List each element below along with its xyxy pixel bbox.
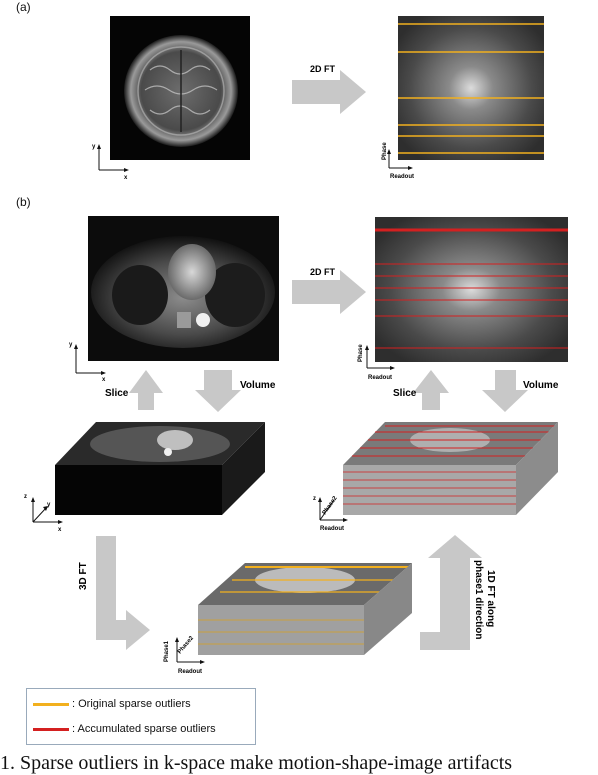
brain-image <box>110 16 250 160</box>
ft1d-label-line1: 1D FT along <box>485 570 496 627</box>
kvol-bottom-axis-phase1: Phase1 <box>164 640 170 662</box>
kspace-volume-axes-right <box>318 497 348 522</box>
chest-image <box>88 216 279 361</box>
legend-label-original: : Original sparse outliers <box>72 698 191 710</box>
ft3d-arrow <box>96 536 150 650</box>
panel-a-label: (a) <box>16 0 31 14</box>
volume-label-left: Volume <box>240 380 276 391</box>
chest-axes <box>74 344 106 375</box>
panel-b-label: (b) <box>16 195 31 209</box>
kspace-axis-phase-a: Phase <box>382 142 388 160</box>
legend-swatch-original <box>33 702 69 706</box>
kvol-axis-phase2: Phase2 <box>322 495 339 516</box>
ft1d-label-line2: phase1 direction <box>473 560 484 639</box>
legend-row-accumulated: : Accumulated sparse outliers <box>33 722 216 736</box>
ft1d-arrow <box>420 535 482 650</box>
volume-axis-y: y <box>47 502 51 508</box>
ft2d-label-a: 2D FT <box>310 64 336 74</box>
legend-row-original: : Original sparse outliers <box>33 697 191 711</box>
kvol-axis-readout: Readout <box>320 526 344 532</box>
kspace-axis-readout-a: Readout <box>390 174 414 180</box>
kspace-image-a <box>398 16 544 160</box>
legend-swatch-accumulated <box>33 727 69 731</box>
slice-label-left: Slice <box>105 388 129 399</box>
slice-arrow-left <box>129 370 163 410</box>
kspace-axes-a <box>387 149 413 170</box>
volume-arrow-right <box>482 370 528 412</box>
kspace-volume-axes-bottom <box>175 637 205 664</box>
kspace-volume-accumulated <box>343 422 558 515</box>
volume-label-right: Volume <box>523 380 559 391</box>
volume-axis-z: z <box>24 494 27 500</box>
slice-label-right: Slice <box>393 388 417 399</box>
chest-axis-x: x <box>102 377 106 383</box>
volume-arrow-left <box>195 370 241 412</box>
ft2d-label-b: 2D FT <box>310 267 336 277</box>
ft2d-arrow-b <box>292 270 366 314</box>
ft3d-label: 3D FT <box>78 562 89 590</box>
legend: : Original sparse outliers : Accumulated… <box>26 688 256 745</box>
figure-caption: 1. Sparse outliers in k-space make motio… <box>0 752 513 774</box>
legend-label-accumulated: : Accumulated sparse outliers <box>72 723 216 735</box>
chest-axis-y: y <box>69 342 73 348</box>
ft2d-arrow-a <box>292 70 366 114</box>
brain-axis-x: x <box>124 175 128 181</box>
kspace-axis-readout-b: Readout <box>368 375 392 381</box>
kvol-bottom-axis-readout: Readout <box>178 669 202 675</box>
volume-axes-left <box>31 497 63 524</box>
kspace-volume-original <box>198 563 412 655</box>
volume-axis-x: x <box>58 527 62 533</box>
brain-axes <box>97 144 129 172</box>
brain-axis-y: y <box>92 144 96 150</box>
image-volume-3d <box>55 422 265 515</box>
slice-arrow-right <box>413 370 449 410</box>
kvol-bottom-axis-phase2: Phase2 <box>177 635 196 655</box>
kspace-image-b <box>375 217 568 362</box>
kvol-axis-z: z <box>313 496 316 502</box>
kspace-axis-phase-b: Phase <box>358 344 364 362</box>
kspace-axes-b <box>365 345 395 370</box>
